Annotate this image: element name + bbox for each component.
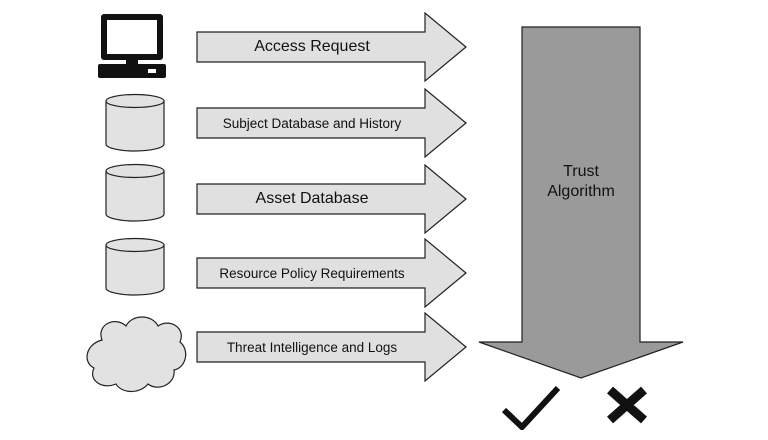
input-arrow-resource-policy: Resource Policy Requirements <box>196 238 468 308</box>
database-icon-policy <box>105 237 165 296</box>
input-arrow-threat-intelligence: Threat Intelligence and Logs <box>196 312 468 382</box>
input-arrow-asset-database: Asset Database <box>196 164 468 234</box>
arrow-label-threat-intelligence: Threat Intelligence and Logs <box>226 339 398 355</box>
input-arrow-access-request: Access Request <box>196 12 468 82</box>
arrow-label-resource-policy: Resource Policy Requirements <box>219 265 405 281</box>
trust-algorithm-label: Trust Algorithm <box>522 162 640 202</box>
arrow-label-subject-database: Subject Database and History <box>222 115 402 131</box>
cloud-icon <box>86 316 187 393</box>
checkmark-icon <box>501 385 561 430</box>
database-icon-asset <box>105 163 165 222</box>
database-icon-subject <box>105 93 165 152</box>
trust-algorithm-arrow <box>478 26 684 379</box>
input-arrow-subject-database: Subject Database and History <box>196 88 468 158</box>
trust-algorithm-line1: Trust <box>563 163 599 180</box>
computer-icon <box>98 14 166 78</box>
arrow-label-asset-database: Asset Database <box>255 190 369 207</box>
trust-algorithm-line2: Algorithm <box>547 183 615 200</box>
x-icon <box>607 386 647 424</box>
arrow-label-access-request: Access Request <box>254 38 370 55</box>
